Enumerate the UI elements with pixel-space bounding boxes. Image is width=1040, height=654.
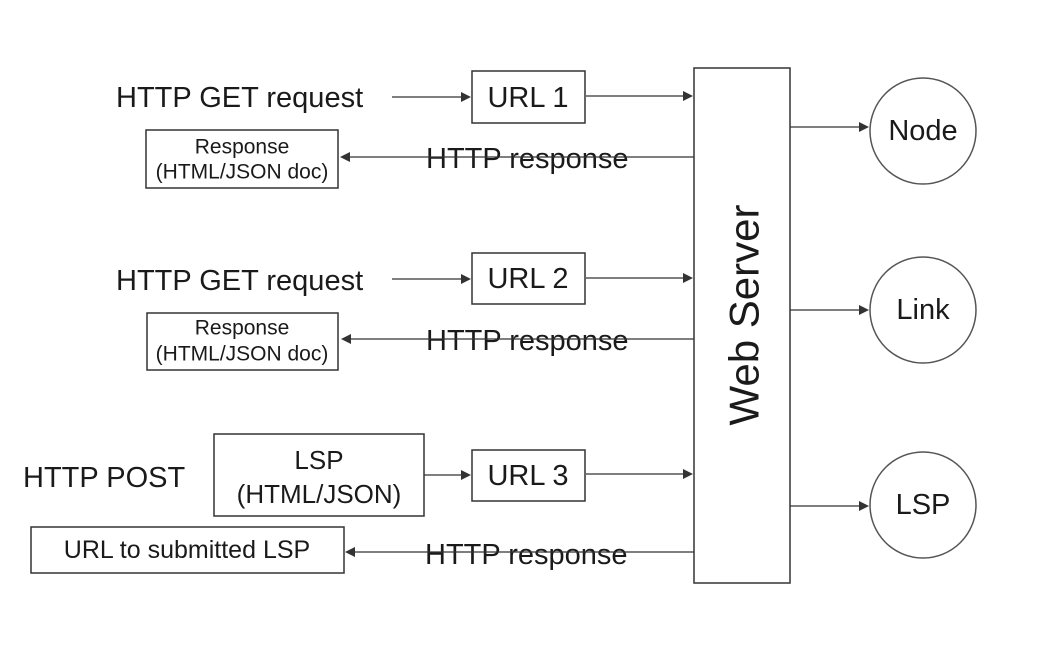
- response-box: [146, 312, 339, 371]
- arrowhead: [340, 152, 350, 162]
- arrowhead: [461, 274, 471, 284]
- arrowhead: [859, 122, 869, 132]
- response-box-line-1: URL to submitted LSP: [64, 536, 310, 564]
- resource-lsp: LSP: [790, 451, 977, 559]
- flow-1: HTTP GET request URL 1 HTTP response Res…: [116, 70, 694, 189]
- resource-circle: [869, 451, 977, 559]
- web-server-box: [693, 67, 791, 584]
- response-label: HTTP response: [426, 325, 629, 357]
- arrowhead: [683, 469, 693, 479]
- payload-box: [213, 433, 425, 517]
- response-label: HTTP response: [426, 143, 629, 175]
- response-label: HTTP response: [425, 539, 628, 571]
- web-server-label: Web Server: [721, 205, 768, 426]
- payload-line-1: LSP: [294, 445, 343, 475]
- resource-label: Node: [888, 115, 957, 147]
- resource-link: Link: [790, 256, 977, 364]
- request-label: HTTP GET request: [116, 82, 363, 114]
- response-box: [145, 129, 339, 189]
- flow-3: HTTP POST LSP (HTML/JSON) URL 3 HTTP res…: [23, 433, 694, 574]
- url-box: [471, 252, 586, 305]
- resource-circle: [869, 77, 977, 185]
- resource-label: Link: [896, 294, 950, 326]
- response-box: [30, 526, 345, 574]
- resource-label: LSP: [896, 489, 951, 521]
- url-label: URL 2: [487, 263, 568, 295]
- url-label: URL 3: [487, 460, 568, 492]
- arrowhead: [461, 470, 471, 480]
- arrowhead: [461, 92, 471, 102]
- request-label: HTTP POST: [23, 462, 185, 494]
- arrowhead: [341, 334, 351, 344]
- arrowhead: [683, 273, 693, 283]
- response-box-line-1: Response: [195, 136, 290, 159]
- url-label: URL 1: [487, 82, 568, 114]
- request-label: HTTP GET request: [116, 265, 363, 297]
- flow-2: HTTP GET request URL 2 HTTP response Res…: [116, 252, 694, 371]
- response-box-line-2: (HTML/JSON doc): [156, 343, 329, 366]
- arrowhead: [859, 501, 869, 511]
- arrowhead: [859, 305, 869, 315]
- response-box-line-2: (HTML/JSON doc): [156, 161, 329, 184]
- arrowhead: [683, 91, 693, 101]
- resource-node: Node: [790, 77, 977, 185]
- response-box-line-1: Response: [195, 317, 290, 340]
- payload-line-2: (HTML/JSON): [237, 479, 402, 509]
- arrowhead: [345, 547, 355, 557]
- url-box: [471, 449, 586, 502]
- url-box: [471, 70, 586, 124]
- resource-circle: [869, 256, 977, 364]
